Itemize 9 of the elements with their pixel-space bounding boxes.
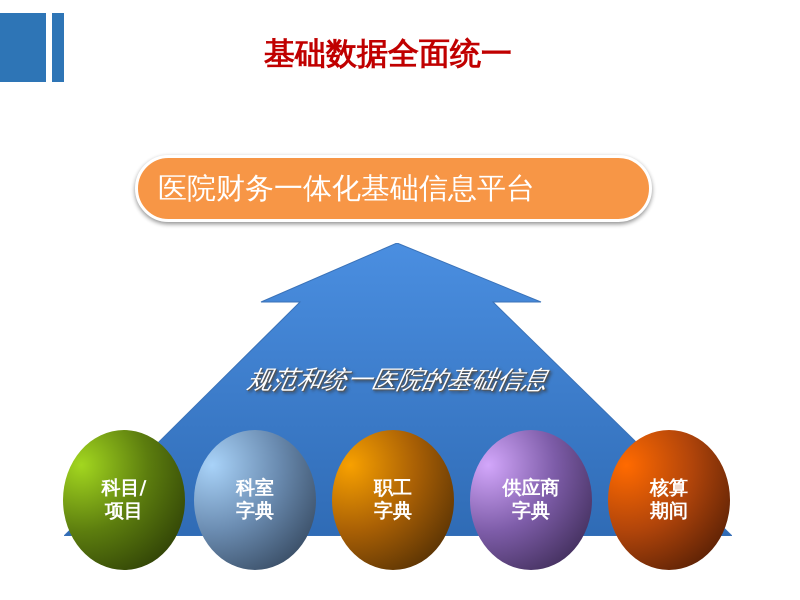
sphere-label: 供应商字典 [501, 477, 560, 523]
platform-banner [135, 155, 652, 222]
banner-text: 医院财务一体化基础信息平台 [158, 170, 535, 206]
title: 基础数据全面统一 [263, 35, 513, 74]
sphere-label: 科室字典 [234, 477, 275, 523]
sphere-label: 职工字典 [372, 477, 413, 523]
sphere-label: 科目/项目 [100, 477, 148, 523]
sphere-label: 核算期间 [648, 477, 689, 523]
arrow-text: 规范和统一医院的基础信息 [244, 364, 552, 396]
